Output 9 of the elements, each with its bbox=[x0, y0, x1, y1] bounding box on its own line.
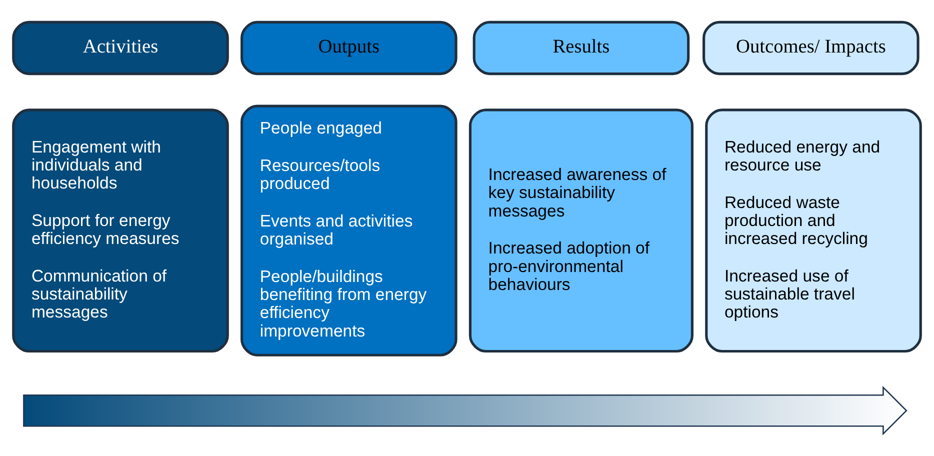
node-box: Increased awareness of key sustainability messages Increased adoption of pro-environmental behaviours bbox=[468, 108, 694, 353]
node-box: Results bbox=[472, 20, 690, 76]
node-box: Engagement with individuals and households Support for energy efficiency measures Communication of sustainability messages bbox=[12, 108, 229, 353]
node-box: Outcomes/ Impacts bbox=[702, 20, 920, 76]
node-box: Activities bbox=[12, 20, 229, 76]
node-box: People engaged Resources/tools produced Events and activities organised People/buildings benefiting from energy efficiency improvements bbox=[240, 104, 458, 356]
node-arrow bbox=[23, 386, 908, 436]
node-box: Outputs bbox=[240, 20, 458, 76]
node-box: Reduced energy and resource use Reduced waste production and increased recycling Increased use of sustainable travel options bbox=[705, 108, 922, 353]
